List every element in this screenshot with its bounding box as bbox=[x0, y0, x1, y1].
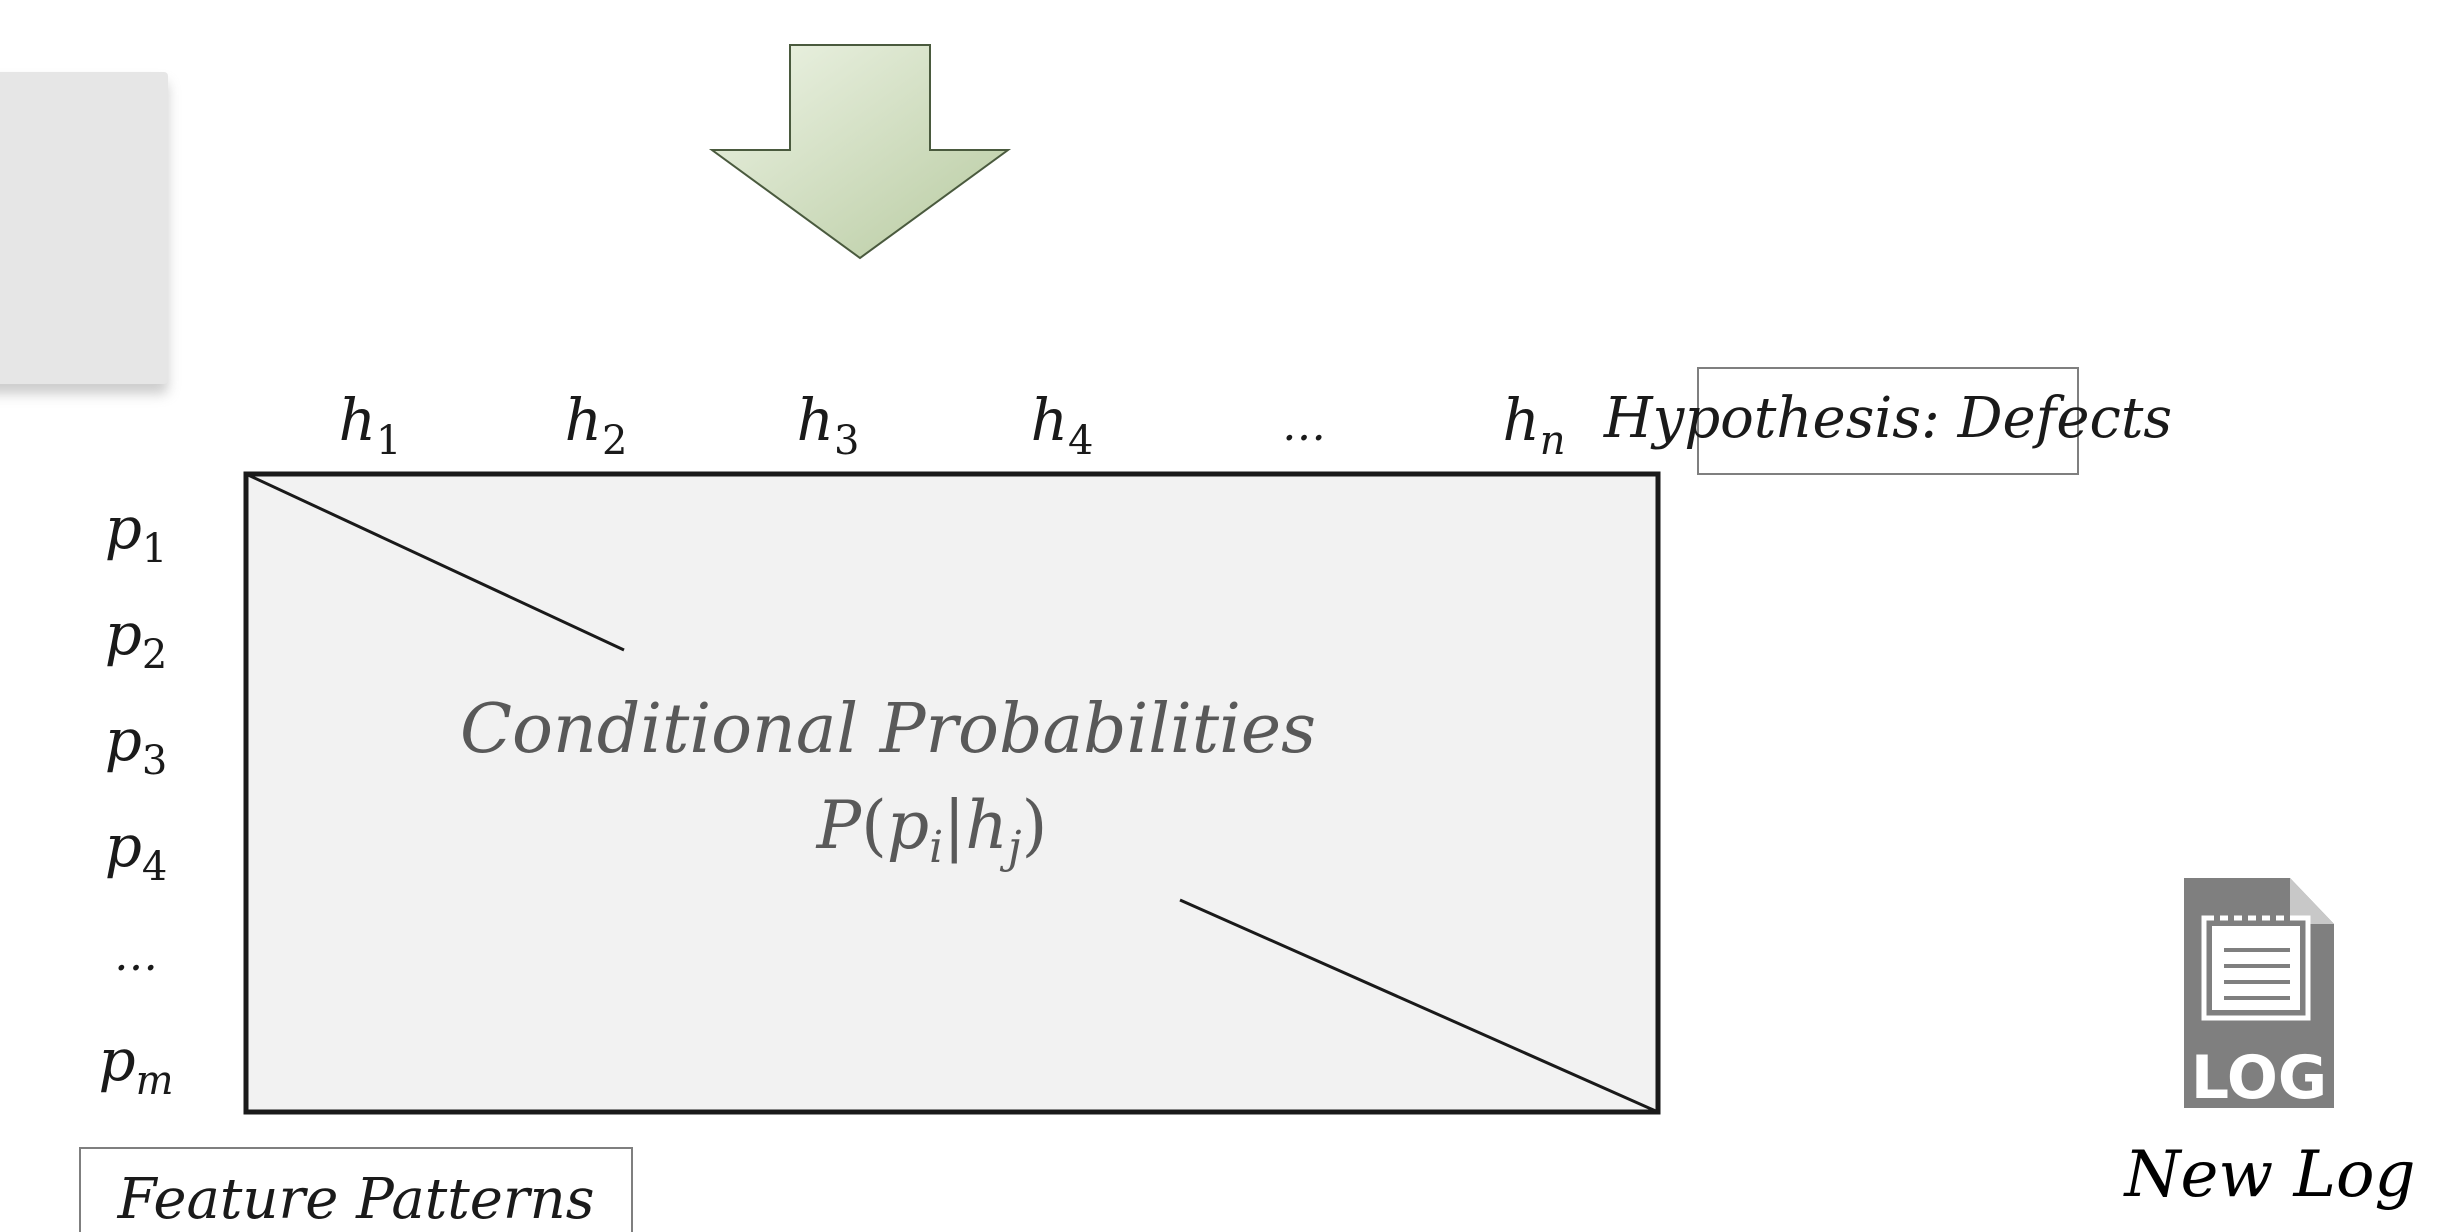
pattern-label: p2 bbox=[105, 600, 168, 678]
matrix-title: Conditional Probabilities bbox=[460, 690, 1316, 769]
matrix-rect bbox=[243, 471, 1661, 1115]
hypothesis-label-base: h bbox=[1031, 386, 1068, 454]
hypothesis-box-label: Hypothesis: Defects bbox=[1603, 386, 2172, 451]
pattern-label-base: p bbox=[98, 1026, 135, 1094]
hypothesis-label: h3 bbox=[797, 386, 860, 464]
hypothesis-label: hn bbox=[1502, 386, 1565, 464]
pattern-label: … bbox=[114, 930, 158, 981]
hypothesis-label-subscript: 3 bbox=[834, 418, 859, 464]
feature-patterns-label: Feature Patterns bbox=[117, 1167, 595, 1232]
hypothesis-label: h2 bbox=[565, 386, 628, 464]
hypothesis-label-base: h bbox=[565, 386, 602, 454]
probability-matrix: Conditional Probabilities P(pi|hj) bbox=[243, 471, 1661, 1115]
pattern-label-subscript: m bbox=[136, 1058, 174, 1104]
pattern-label: pm bbox=[98, 1026, 173, 1104]
log-icon-text: LOG bbox=[2191, 1043, 2327, 1113]
pattern-label-subscript: 4 bbox=[142, 844, 167, 890]
hypothesis-label-subscript: 2 bbox=[602, 418, 627, 464]
diagonal-lower bbox=[1179, 898, 1659, 1114]
feature-patterns-box: Feature Patterns bbox=[79, 1147, 633, 1232]
down-arrow-icon bbox=[708, 44, 1012, 260]
log-caption: New Log bbox=[2123, 1138, 2416, 1212]
pattern-label: p3 bbox=[105, 706, 168, 784]
formula-bar: | bbox=[943, 787, 965, 864]
matrix-formula: P(pi|hj) bbox=[816, 787, 1048, 873]
hypothesis-label-base: h bbox=[797, 386, 834, 454]
hypothesis-label-base: h bbox=[1502, 386, 1539, 454]
pattern-label-base: p bbox=[105, 706, 142, 774]
diagonal-upper bbox=[245, 472, 625, 652]
pattern-label-base: p bbox=[105, 494, 142, 562]
pattern-label-subscript: 3 bbox=[142, 738, 167, 784]
log-file-icon: LOG bbox=[2184, 878, 2334, 1113]
formula-P: P bbox=[816, 787, 863, 864]
pattern-label-base: … bbox=[114, 930, 158, 981]
formula-h: h bbox=[965, 787, 1008, 864]
hypothesis-label-base: … bbox=[1282, 400, 1326, 451]
hypothesis-label-subscript: 1 bbox=[376, 418, 401, 464]
pattern-label: p1 bbox=[105, 494, 168, 572]
hypothesis-label-base: h bbox=[339, 386, 376, 454]
formula-close: ) bbox=[1022, 787, 1048, 864]
hypothesis-label: … bbox=[1282, 400, 1326, 451]
pattern-label-base: p bbox=[105, 600, 142, 668]
pattern-label-subscript: 2 bbox=[142, 632, 167, 678]
hypothesis-label: h1 bbox=[339, 386, 402, 464]
hypothesis-label-subscript: n bbox=[1540, 418, 1566, 464]
hypothesis-label-subscript: 4 bbox=[1068, 418, 1093, 464]
formula-i: i bbox=[929, 822, 943, 873]
formula-p: p bbox=[887, 787, 929, 864]
hypothesis-label: h4 bbox=[1031, 386, 1094, 464]
pattern-label-subscript: 1 bbox=[142, 526, 167, 572]
formula-open: ( bbox=[861, 787, 887, 864]
pattern-label-base: p bbox=[105, 812, 142, 880]
hypothesis-box: Hypothesis: Defects bbox=[1603, 367, 2172, 475]
pattern-label: p4 bbox=[105, 812, 168, 890]
cropped-panel bbox=[0, 72, 168, 394]
